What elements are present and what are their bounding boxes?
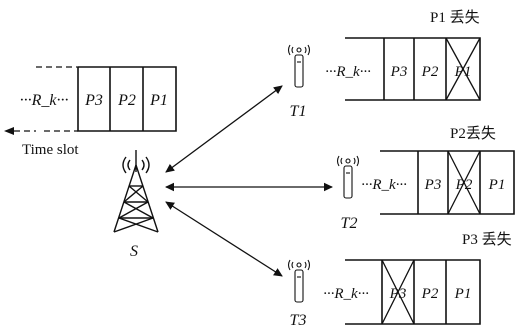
base-station-tower-icon (113, 150, 159, 233)
link-s-t3 (165, 201, 283, 277)
source-slot-2: P2 (117, 92, 136, 109)
terminal-2-slot-2: P2 (455, 177, 473, 193)
source-slot-1: P3 (84, 92, 103, 109)
terminal-1-loss-note: P1 丢失 (430, 9, 480, 26)
time-slot-label: Time slot (22, 142, 79, 158)
terminal-2-queue-label: ···R_k··· (361, 177, 407, 193)
terminal-3-slot-1: P3 (389, 286, 407, 302)
terminal-1-queue-label: ···R_k··· (325, 64, 371, 80)
terminal-3-buffer (345, 259, 481, 325)
link-s-t1 (165, 85, 283, 173)
terminal-2-buffer (380, 150, 515, 215)
source-slot-3: P1 (149, 92, 168, 109)
terminal-1-slot-1: P3 (390, 64, 408, 80)
terminal-1-buffer (345, 37, 481, 101)
phone-antenna-icon (287, 259, 311, 303)
terminal-1: T1 ···R_k··· P3 P2 P1 P1 丢失 (287, 9, 481, 120)
terminal-1-label: T1 (290, 103, 307, 120)
terminal-2: T2 ···R_k··· P3 P2 P1 P2丢失 (336, 125, 515, 232)
terminal-3-slot-3: P1 (454, 286, 472, 302)
terminal-2-slot-1: P3 (424, 177, 442, 193)
base-station-label: S (130, 243, 138, 260)
terminal-1-slot-2: P2 (421, 64, 439, 80)
terminal-1-slot-3: P1 (454, 64, 472, 80)
source-queue-label: ···R_k··· (20, 92, 69, 109)
phone-antenna-icon (336, 155, 360, 199)
terminal-3: T3 ···R_k··· P3 P2 P1 P3 丢失 (287, 231, 512, 328)
terminal-3-loss-note: P3 丢失 (462, 231, 512, 248)
terminal-2-label: T2 (341, 215, 358, 232)
terminal-2-loss-note: P2丢失 (450, 125, 496, 142)
terminal-3-slot-2: P2 (421, 286, 439, 302)
time-slot-arrowhead (4, 127, 14, 135)
terminal-2-slot-3: P1 (488, 177, 506, 193)
terminal-3-queue-label: ···R_k··· (323, 286, 369, 302)
source-queue: P3 P2 P1 ···R_k··· Time slot (4, 66, 177, 158)
terminal-3-label: T3 (290, 312, 307, 328)
phone-antenna-icon (287, 44, 311, 88)
